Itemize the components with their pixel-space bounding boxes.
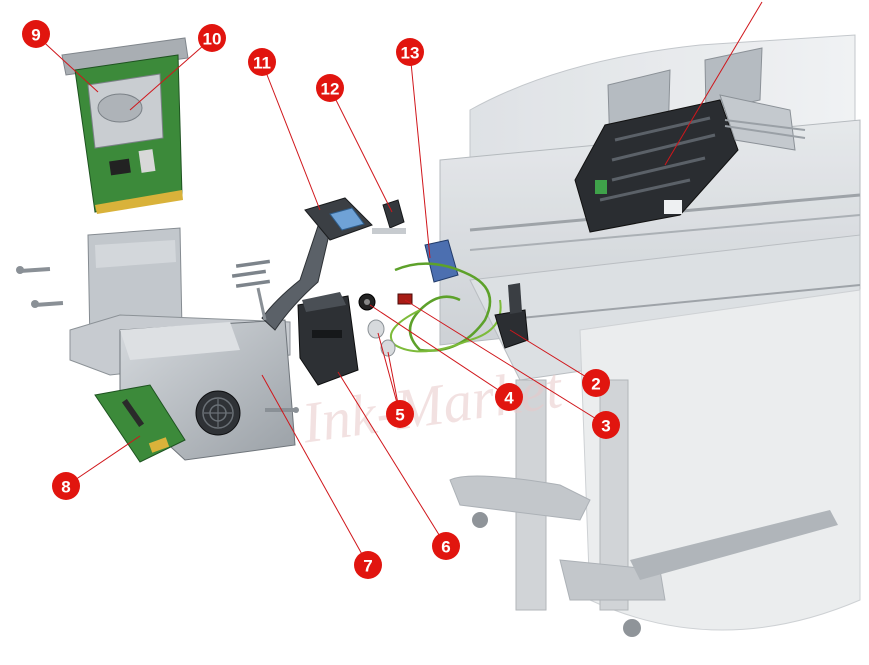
- callout-6: 6: [432, 532, 460, 560]
- leader-1-offcanvas: [664, 1, 763, 166]
- callout-label: 13: [401, 44, 420, 63]
- leader-6: [337, 371, 447, 547]
- callout-8: 8: [52, 472, 80, 500]
- service-station-assembly: [574, 47, 806, 233]
- callout-3: 3: [592, 411, 620, 439]
- callout-circle: [396, 38, 424, 66]
- leader-lines: [35, 1, 763, 566]
- platen-rail: [499, 284, 861, 321]
- callout-4: 4: [495, 383, 523, 411]
- callout-label: 2: [591, 375, 600, 394]
- service-station-body: [574, 99, 739, 233]
- callout-13: 13: [396, 38, 424, 66]
- leader-2: [509, 329, 597, 384]
- callout-circle: [198, 24, 226, 52]
- callout-circle: [22, 20, 50, 48]
- callout-circle: [316, 74, 344, 102]
- callout-2: 2: [582, 369, 610, 397]
- spindle-assembly: [372, 199, 502, 353]
- plotter-stand-crossbar: [630, 510, 838, 580]
- formatter-edge-connector: [95, 190, 183, 214]
- plotter-caster-left: [472, 512, 488, 528]
- callout-9: 9: [22, 20, 50, 48]
- callout-circle: [52, 472, 80, 500]
- callout-label: 7: [363, 557, 372, 576]
- callout-circle: [592, 411, 620, 439]
- front-panel-arm: [261, 219, 333, 331]
- carriage-rail-lower: [469, 214, 861, 251]
- idler-wheel-2: [380, 339, 396, 357]
- leader-12: [329, 87, 393, 213]
- front-panel-assembly: [231, 197, 373, 331]
- callout-label: 3: [601, 417, 610, 436]
- spindle-latch: [382, 199, 405, 229]
- leader-13: [409, 51, 431, 259]
- ink-supply-holder: [297, 292, 359, 386]
- service-station-bracket-right: [704, 47, 763, 113]
- callout-11: 11: [248, 48, 276, 76]
- leader-4: [369, 304, 510, 398]
- leader-3: [404, 299, 607, 426]
- leader-7: [261, 374, 369, 566]
- callout-7: 7: [354, 551, 382, 579]
- formatter-top-bracket: [61, 37, 189, 76]
- callout-10: 10: [198, 24, 226, 52]
- callout-circle: [582, 369, 610, 397]
- leader-9: [35, 34, 99, 93]
- callout-label: 8: [61, 478, 70, 497]
- callout-circle: [495, 383, 523, 411]
- service-station-pcb-tab: [595, 180, 607, 194]
- electronics-module: [16, 227, 299, 463]
- service-station-cable-guide: [719, 94, 796, 151]
- callout-label: 5: [395, 406, 404, 425]
- spindle-bracket: [372, 228, 406, 234]
- front-panel-display: [329, 207, 365, 231]
- callout-label: 12: [321, 80, 340, 99]
- callout-circle: [354, 551, 382, 579]
- enclosure-screws: [16, 266, 299, 413]
- gear-parts: [358, 283, 529, 357]
- leader-8: [65, 435, 141, 487]
- callout-12: 12: [316, 74, 344, 102]
- plotter-paper-bin: [579, 289, 861, 631]
- plotter-body: [439, 34, 861, 637]
- service-station-clip: [664, 200, 682, 214]
- plotter-stand-foot-left: [449, 475, 591, 521]
- callout-circle: [248, 48, 276, 76]
- callout-circle: [386, 400, 414, 428]
- callout-label: 6: [441, 538, 450, 557]
- sensor-harness-lower: [389, 299, 502, 353]
- callout-markers: 2 3 4 5 6 7 8 9 10 11 12 13: [22, 20, 620, 579]
- sensor-block-red: [397, 293, 413, 305]
- leader-11: [261, 61, 321, 211]
- callout-circle: [432, 532, 460, 560]
- idler-wheel-1: [367, 319, 385, 339]
- leader-10: [129, 37, 213, 111]
- paper-sensor-module: [424, 239, 459, 283]
- callout-label: 9: [31, 26, 40, 45]
- formatter-board-assembly: [61, 37, 189, 214]
- callout-5: 5: [386, 400, 414, 428]
- callout-label: 4: [504, 389, 514, 408]
- plotter-caster-right: [623, 619, 641, 637]
- callout-label: 10: [203, 30, 222, 49]
- callout-label: 11: [253, 54, 271, 73]
